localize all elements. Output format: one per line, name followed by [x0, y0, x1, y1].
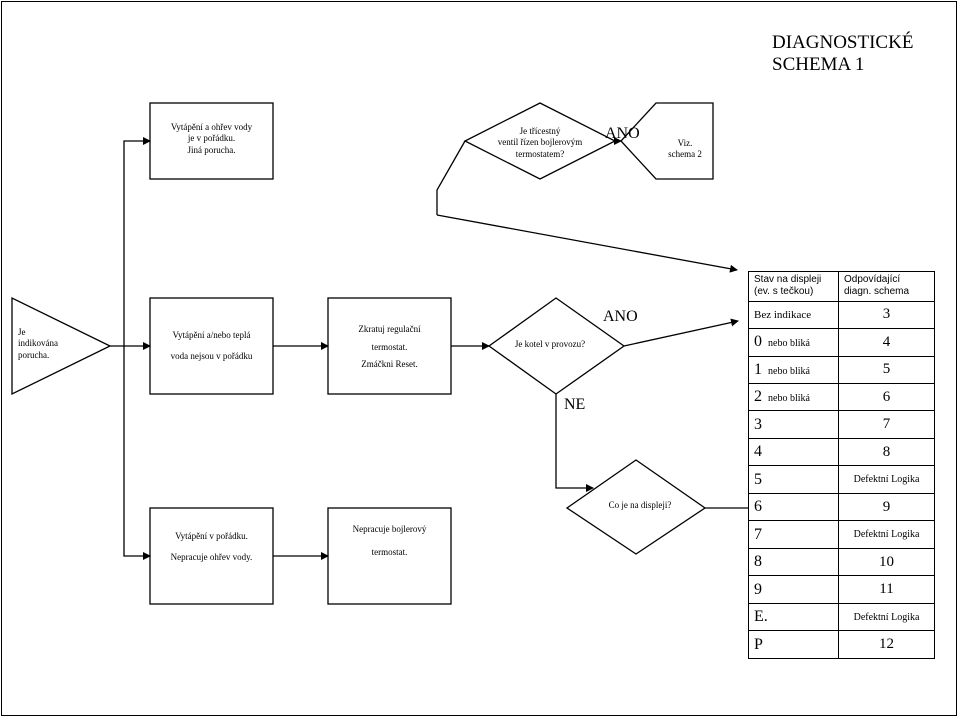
display-lookup-table: Stav na displeji (ev. s tečkou) Odpovída…: [748, 271, 935, 659]
table-row: 3 7: [748, 410, 935, 439]
state-suffix: nebo bliká: [768, 338, 810, 350]
state-value: Bez indikace: [754, 308, 812, 321]
see-schema2-box: [620, 102, 714, 180]
table-row: 5 Defektní Logika: [748, 465, 935, 494]
header-state-line-1: Stav na displeji: [754, 274, 822, 286]
diag-cell: Defektní Logika: [838, 602, 935, 632]
state-cell: 7: [748, 520, 839, 549]
state-cell: 1 nebo bliká: [748, 355, 839, 384]
diag-cell: 9: [838, 492, 935, 522]
three-way-valve-line-1: Je třícestný: [519, 126, 561, 136]
table-row: 4 8: [748, 437, 935, 467]
state-cell: 3: [748, 410, 839, 439]
state-value: 2: [754, 388, 762, 406]
heating-fault-line-2: voda nejsou v pořádku: [170, 351, 253, 362]
state-cell: Bez indikace: [748, 300, 839, 330]
diag-cell: 5: [838, 355, 935, 384]
state-suffix: nebo bliká: [768, 365, 810, 377]
heating-ok-line-2: Nepracuje ohřev vody.: [170, 552, 253, 563]
table-row: 0 nebo bliká 4: [748, 328, 935, 357]
diag-cell: 10: [838, 547, 935, 577]
header-state-line-2: (ev. s tečkou): [754, 286, 814, 298]
diagram-title: DIAGNOSTICKÉ SCHEMA 1: [772, 32, 913, 76]
diag-cell: 6: [838, 382, 935, 412]
heating-ok-label: Vytápění v pořádku. Nepracuje ohřev vody…: [150, 531, 273, 564]
diag-cell: Defektní Logika: [838, 520, 935, 549]
table-row: 2 nebo bliká 6: [748, 382, 935, 412]
boiler-thermostat-label: Nepracuje bojlerový termostat.: [328, 524, 451, 559]
state-cell: 2 nebo bliká: [748, 382, 839, 412]
no-label-mid: NE: [564, 396, 586, 413]
state-cell: E.: [748, 602, 839, 632]
table-row: 8 10: [748, 547, 935, 577]
boiler-thermostat-line-1: Nepracuje bojlerový: [352, 524, 427, 534]
all-ok-line-3: Jiná porucha.: [187, 144, 236, 155]
table-row: 7 Defektní Logika: [748, 520, 935, 549]
heating-fault-label: Vytápění a/nebo teplá voda nejsou v pořá…: [150, 330, 273, 363]
three-way-valve-diamond: [463, 102, 617, 180]
state-cell: 4: [748, 437, 839, 467]
diag-cell: Defektní Logika: [838, 465, 935, 494]
table-row: E. Defektní Logika: [748, 602, 935, 632]
three-way-valve-line-3: termostatem?: [515, 148, 565, 159]
header-state: Stav na displeji (ev. s tečkou): [748, 271, 839, 302]
diag-cell: 8: [838, 437, 935, 467]
three-way-valve-line-2: ventil řízen bojlerovým: [497, 137, 583, 148]
heating-ok-line-1: Vytápění v pořádku.: [175, 531, 248, 541]
see-schema2-line-2: schema 2: [668, 149, 702, 160]
see-schema2-label: Viz. schema 2: [660, 138, 710, 161]
reset-label: Zkratuj regulační termostat. Zmáčkni Res…: [328, 321, 451, 374]
reset-line-3: Zmáčkni Reset.: [361, 359, 418, 370]
start-label: Je indikována porucha.: [18, 327, 88, 361]
all-ok-line-2: je v pořádku.: [187, 133, 236, 144]
state-cell: P: [748, 630, 839, 659]
title-line-1: DIAGNOSTICKÉ: [772, 32, 914, 53]
state-value: 1: [754, 360, 762, 378]
header-diag-line-1: Odpovídající: [844, 274, 901, 286]
see-schema2-line-1: Viz.: [677, 138, 693, 148]
three-way-valve-label: Je třícestný ventil řízen bojlerovým ter…: [490, 126, 590, 160]
all-ok-label: Vytápění a ohřev vody je v pořádku. Jiná…: [150, 122, 273, 156]
table-row: P 12: [748, 630, 935, 659]
state-value: 0: [754, 333, 762, 351]
yes-label-mid: ANO: [603, 308, 638, 325]
yes-label-top: ANO: [605, 125, 640, 142]
state-cell: 6: [748, 492, 839, 522]
start-line-3: porucha.: [18, 349, 50, 360]
boiler-thermostat-line-2: termostat.: [371, 547, 408, 558]
state-cell: 8: [748, 547, 839, 577]
diag-cell: 4: [838, 328, 935, 357]
table-row: 6 9: [748, 492, 935, 522]
state-suffix: nebo bliká: [768, 393, 810, 405]
table-row: Bez indikace 3: [748, 300, 935, 330]
diag-cell: 11: [838, 575, 935, 604]
header-diag-line-2: diagn. schema: [844, 286, 910, 298]
start-triangle: [11, 296, 112, 396]
diag-cell: 7: [838, 410, 935, 439]
table-row: 1 nebo bliká 5: [748, 355, 935, 384]
table-row: 9 11: [748, 575, 935, 604]
state-cell: 5: [748, 465, 839, 494]
start-line-2: indikována: [18, 338, 58, 349]
reset-line-2: termostat.: [371, 341, 408, 352]
display-question-label: Co je na displeji?: [608, 500, 672, 510]
title-line-2: SCHEMA 1: [772, 54, 865, 75]
state-cell: 0 nebo bliká: [748, 328, 839, 357]
heating-fault-line-1: Vytápění a/nebo teplá: [172, 330, 251, 340]
start-line-1: Je: [18, 327, 26, 337]
all-ok-line-1: Vytápění a ohřev vody: [170, 122, 253, 132]
table-header-row: Stav na displeji (ev. s tečkou) Odpovída…: [748, 271, 935, 302]
boiler-running-label: Je kotel v provozu?: [514, 339, 586, 349]
diag-cell: 3: [838, 300, 935, 330]
reset-line-1: Zkratuj regulační: [358, 324, 421, 334]
state-cell: 9: [748, 575, 839, 604]
diag-cell: 12: [838, 630, 935, 659]
header-diag: Odpovídající diagn. schema: [838, 271, 935, 302]
display-question-diamond: [565, 459, 707, 555]
